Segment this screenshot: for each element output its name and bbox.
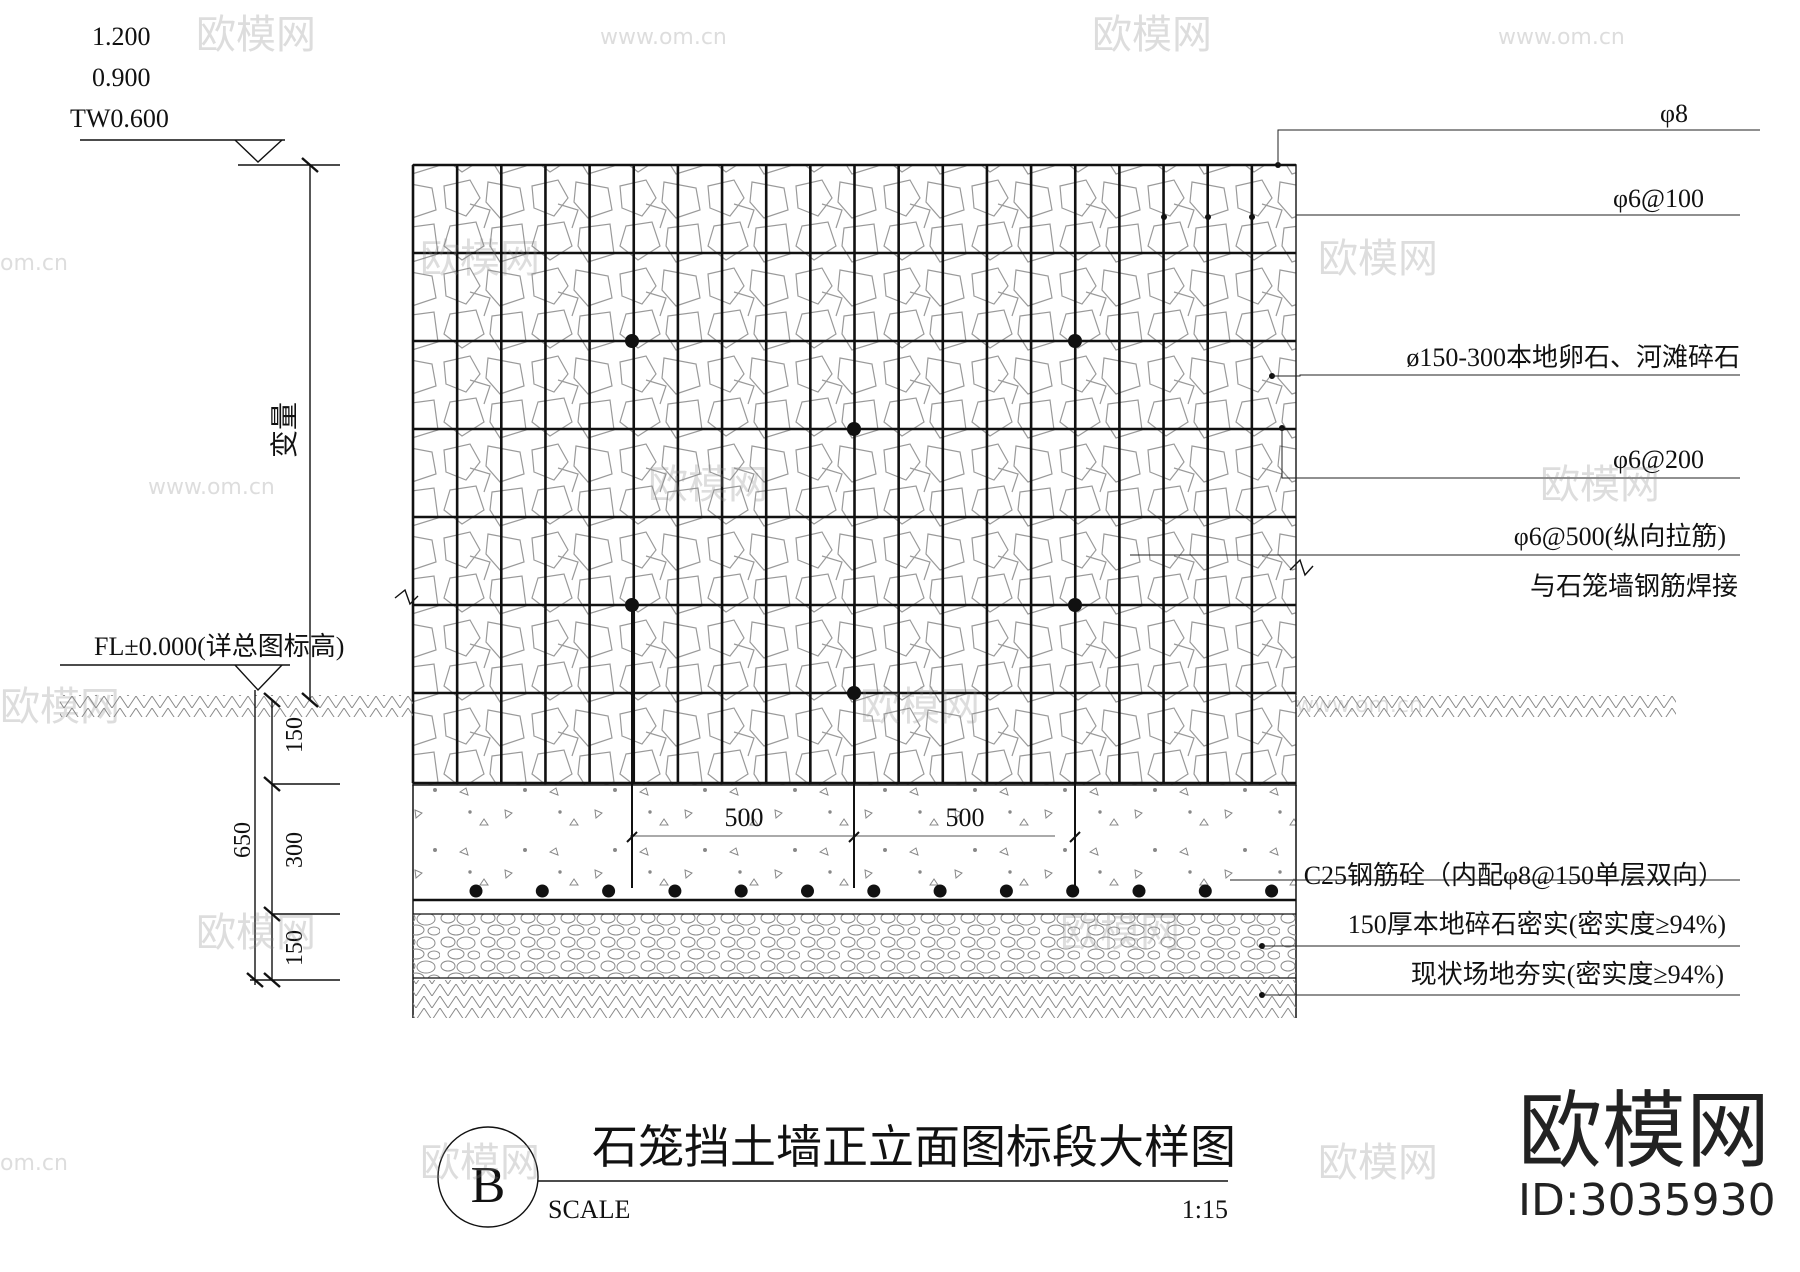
svg-text:www.om.cn: www.om.cn [1498, 25, 1625, 50]
dim-span-1: 500 [725, 803, 764, 832]
rebar-dot [469, 884, 483, 898]
rebar-dots [469, 884, 1279, 898]
rebar-dot [535, 884, 549, 898]
rebar-dot [1066, 884, 1080, 898]
rebar-dot [734, 884, 748, 898]
svg-text:欧模网: 欧模网 [1318, 1140, 1438, 1186]
svg-text:欧模网: 欧模网 [860, 684, 980, 730]
dim-variable: 变量 [269, 402, 301, 458]
svg-text:欧模网: 欧模网 [1540, 462, 1660, 508]
compacted-soil [413, 980, 1296, 1018]
scale-value: 1:15 [1182, 1195, 1228, 1224]
callout-stone-fill: ø150-300本地卵石、河滩碎石 [1406, 343, 1740, 372]
gravel-bed [413, 913, 1296, 979]
callout-phi8: φ8 [1660, 99, 1688, 128]
callout-phi6-100: φ6@100 [1613, 184, 1704, 213]
svg-text:欧模网: 欧模网 [1060, 910, 1180, 956]
rebar-dot [867, 884, 881, 898]
rebar-dot [602, 884, 616, 898]
svg-text:欧模网: 欧模网 [1092, 12, 1212, 58]
rebar-dot [801, 884, 814, 898]
elevation-mid: 0.900 [92, 63, 151, 92]
svg-text:www.om.cn: www.om.cn [1296, 693, 1423, 718]
svg-text:www.om.cn: www.om.cn [600, 25, 727, 50]
svg-text:欧模网: 欧模网 [196, 12, 316, 58]
anchor-bars [626, 605, 1081, 888]
title-block [437, 1126, 1228, 1228]
elevation-markers [60, 139, 290, 692]
svg-text:欧模网: 欧模网 [196, 910, 316, 956]
elevation-floor: FL±0.000(详总图标高) [94, 632, 344, 661]
rebar-dot [1265, 884, 1279, 898]
svg-text:欧模网: 欧模网 [420, 236, 540, 282]
watermark-id: ID:3035930 [1518, 1175, 1776, 1226]
ground-line [60, 695, 1676, 717]
callout-soil: 现状场地夯实(密实度≥94%) [1411, 960, 1724, 989]
callout-gravel: 150厚本地碎石密实(密实度≥94%) [1348, 910, 1726, 939]
anchor-tick [848, 831, 860, 843]
svg-text:欧模网: 欧模网 [420, 1140, 540, 1186]
svg-text:om.cn: om.cn [0, 251, 68, 276]
dim-650: 650 [230, 822, 256, 858]
scale-label: SCALE [548, 1195, 630, 1224]
dim-150-bottom: 150 [282, 930, 308, 966]
dim-300: 300 [282, 832, 308, 868]
dim-span-2: 500 [946, 803, 985, 832]
watermark: 欧模网 www.om.cn 欧模网 www.om.cn 欧模网 欧模网 om.c… [0, 12, 1660, 1186]
rebar-dot [1132, 884, 1146, 898]
watermark-logo: 欧模网 [1518, 1082, 1770, 1180]
svg-text:欧模网: 欧模网 [648, 462, 768, 508]
title-marker: B [471, 1157, 506, 1214]
anchor-tick [1069, 831, 1081, 843]
elevation-tw: TW0.600 [70, 104, 169, 133]
elevation-top: 1.200 [92, 22, 151, 51]
svg-text:www.om.cn: www.om.cn [148, 475, 275, 500]
rebar-dot [1198, 884, 1212, 898]
rebar-dot [668, 884, 682, 898]
tie-bars [625, 334, 1082, 700]
svg-text:欧模网: 欧模网 [1318, 236, 1438, 282]
vertical-bars [411, 165, 1254, 783]
break-marks [394, 558, 1314, 606]
callout-phi6-500: φ6@500(纵向拉筋) [1514, 522, 1726, 551]
dimension-chain [238, 157, 340, 988]
callout-phi6-200: φ6@200 [1613, 445, 1704, 474]
callout-c25: C25钢筋砼（内配φ8@150单层双向） [1304, 861, 1724, 890]
svg-text:欧模网: 欧模网 [0, 684, 120, 730]
leader-lines [1130, 129, 1760, 996]
rebar-dot [933, 884, 947, 898]
title-text: 石笼挡土墙正立面图标段大样图 [592, 1122, 1236, 1173]
dim-150-top: 150 [282, 717, 308, 753]
svg-text:om.cn: om.cn [0, 1151, 68, 1176]
anchor-tick [626, 831, 638, 843]
rebar-dot [999, 884, 1013, 898]
callout-weld: 与石笼墙钢筋焊接 [1530, 572, 1738, 601]
